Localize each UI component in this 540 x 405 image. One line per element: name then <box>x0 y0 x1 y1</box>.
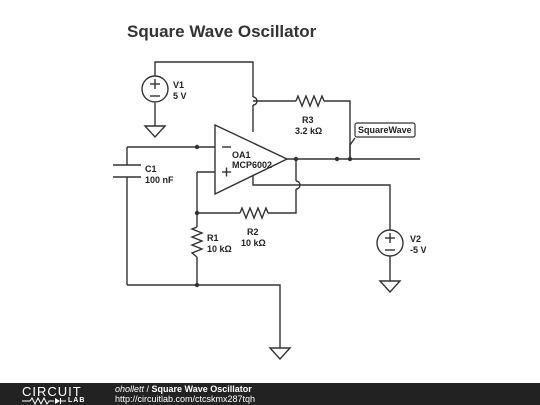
ground-icon <box>143 125 167 139</box>
junction-dot <box>347 156 353 162</box>
source-body-icon <box>376 229 404 257</box>
opamp-icon <box>214 123 289 196</box>
net-label-squarewave: SquareWave <box>354 122 416 138</box>
opamp-oa1: OA1 MCP6002 <box>214 123 289 196</box>
v2-name: V2 <box>410 234 421 244</box>
resistor-logo-icon <box>22 397 66 405</box>
circuit-title: Square Wave Oscillator <box>151 384 252 394</box>
r1-name: R1 <box>207 233 219 243</box>
junction-dot <box>194 210 200 216</box>
junction-dots <box>194 144 353 288</box>
r1-value: 10 kΩ <box>207 244 232 254</box>
ground-icon <box>268 347 292 361</box>
v1-value: 5 V <box>173 91 187 101</box>
footer-attribution: ohollett / Square Wave Oscillator <box>115 384 252 395</box>
circuitlab-logo: CIRCUIT LAB <box>22 385 92 405</box>
net-label-text: SquareWave <box>358 125 412 135</box>
v1-name: V1 <box>173 80 184 90</box>
r2-value: 10 kΩ <box>241 238 266 248</box>
r3-value: 3.2 kΩ <box>295 126 322 136</box>
v2-value: -5 V <box>410 245 427 255</box>
schematic: Square Wave Oscillator <box>113 22 427 361</box>
c1-name: C1 <box>145 164 157 174</box>
resistor-r1: R1 10 kΩ <box>190 226 232 258</box>
capacitor-c1: C1 100 nF <box>113 164 174 185</box>
r3-name: R3 <box>302 115 314 125</box>
wires <box>126 61 420 348</box>
logo-top-text: CIRCUIT <box>22 384 82 399</box>
logo-bottom-text: LAB <box>68 397 86 404</box>
circuit-url-link[interactable]: http://circuitlab.com/ctcskmx287tqh <box>115 394 256 404</box>
schematic-title: Square Wave Oscillator <box>127 22 317 41</box>
resistor-r3: R3 3.2 kΩ <box>295 94 325 136</box>
author-link[interactable]: ohollett <box>115 384 145 394</box>
oa1-value: MCP6002 <box>232 160 272 170</box>
junction-dot <box>194 282 200 288</box>
junction-dot <box>194 144 200 150</box>
r2-name: R2 <box>247 227 259 237</box>
footer-separator: / <box>144 384 152 394</box>
ground-icon <box>378 280 402 294</box>
source-body-icon <box>141 75 169 103</box>
voltage-source-v1: V1 5 V <box>141 75 187 103</box>
footer-bar: CIRCUIT LAB ohollett / Square Wave Oscil… <box>0 383 540 405</box>
resistor-r2: R2 10 kΩ <box>239 206 269 248</box>
junction-dot <box>334 156 340 162</box>
voltage-source-v2: V2 -5 V <box>376 229 427 257</box>
junction-dot <box>293 156 299 162</box>
oa1-name: OA1 <box>232 150 251 160</box>
c1-value: 100 nF <box>145 175 174 185</box>
